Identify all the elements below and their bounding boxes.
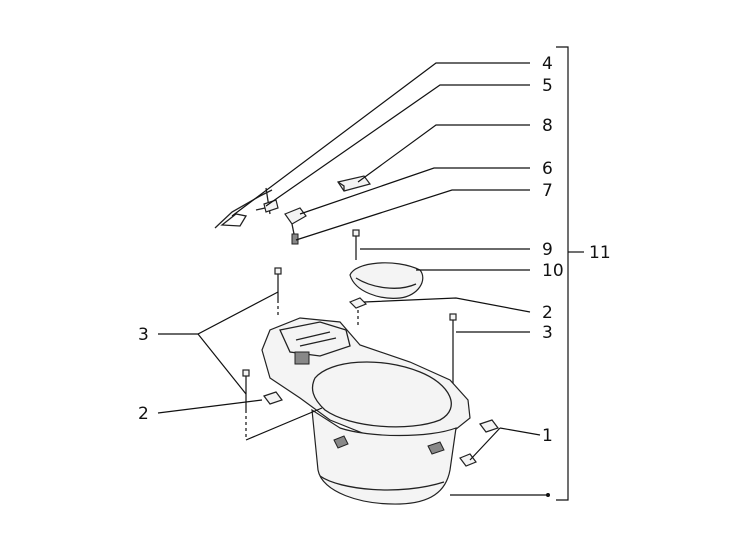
rubber-pad: [337, 175, 372, 192]
callout-5: 5: [542, 76, 553, 96]
clip-nut-left: [263, 391, 283, 405]
hinge-trim-strip: [214, 187, 279, 229]
callout-11: 11: [589, 243, 611, 263]
latch-part: [284, 207, 307, 245]
clip-nut-upper: [348, 297, 368, 328]
callout-10: 10: [542, 261, 564, 281]
callout-3-left: 3: [138, 325, 149, 345]
screw-9: [352, 229, 360, 260]
light-cover: [349, 262, 424, 299]
group-bracket-11: [556, 46, 584, 501]
callout-2-upper: 2: [542, 303, 553, 323]
callout-3-right: 3: [542, 323, 553, 343]
callout-2-left: 2: [138, 404, 149, 424]
callout-9: 9: [542, 240, 553, 260]
helmet-compartment: [261, 317, 471, 505]
screw-3-lower-left: [242, 369, 250, 440]
screw-3-upper: [274, 267, 282, 318]
callout-7: 7: [542, 181, 553, 201]
callout-1: 1: [542, 426, 553, 446]
callout-6: 6: [542, 159, 553, 179]
callout-8: 8: [542, 116, 553, 136]
leader-lines: [157, 62, 550, 497]
clip-nuts-right: [459, 419, 499, 467]
callout-4: 4: [542, 54, 553, 74]
leader-end-dot: [546, 493, 550, 497]
